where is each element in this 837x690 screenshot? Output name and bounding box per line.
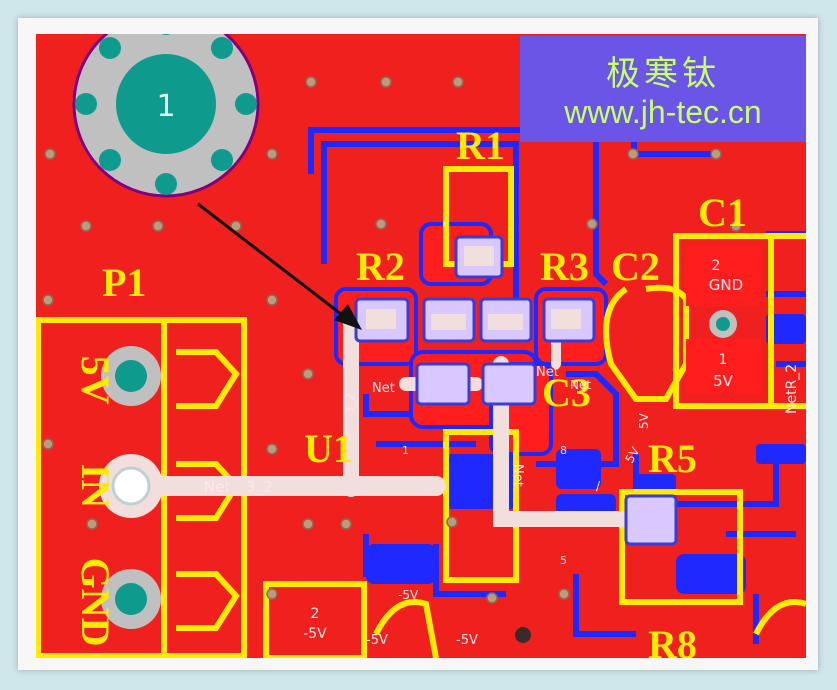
- designator-r3: R3: [540, 244, 589, 289]
- c1-pin2-net: GND: [709, 276, 743, 294]
- watermark-url: www.jh-tec.cn: [564, 94, 762, 130]
- u1-pin8-number: 8: [560, 444, 567, 457]
- net-label-input: Net: [204, 478, 230, 496]
- c4-pin2-net: -5V: [303, 626, 327, 642]
- designator-r1: R1: [456, 123, 505, 168]
- c1-pin2-number: 2: [712, 258, 721, 274]
- designator-c3: C3: [542, 370, 591, 415]
- mounting-hole-number: 1: [156, 89, 175, 124]
- net-label-right: NetR_2: [784, 364, 800, 414]
- net-label-vertical: Net: [510, 464, 525, 487]
- net-minus5v-a: -5V: [366, 633, 388, 648]
- connector-label-in: IN: [73, 464, 118, 509]
- pointer-arrow: [197, 202, 362, 330]
- net-5v-b: 5V: [637, 412, 651, 429]
- connector-label-5v: 5V: [73, 356, 118, 405]
- net-label-a: Net: [372, 381, 395, 396]
- smd-pads: [354, 235, 678, 546]
- mounting-hole-vias: [75, 34, 257, 195]
- u1-pin1-number: 1: [402, 444, 409, 457]
- net-minus5v-b: -5V: [456, 633, 478, 648]
- designator-u1: U1: [304, 426, 353, 471]
- designator-p1: P1: [102, 260, 146, 305]
- mounting-hole-pad: [116, 54, 216, 154]
- watermark-banner: 极寒钛 www.jh-tec.cn: [520, 36, 806, 142]
- pad-highlights: [366, 246, 581, 330]
- designator-r8: R8: [648, 622, 697, 658]
- silkscreen-outlines: [36, 166, 806, 658]
- designator-r2: R2: [356, 244, 405, 289]
- net-label-b: Net: [536, 365, 559, 380]
- net-slash: /: [596, 479, 601, 493]
- c1-pin1-number: 1: [719, 352, 728, 368]
- connector-label-gnd: GND: [73, 558, 118, 647]
- net-minus5v-c: -5V: [398, 588, 419, 602]
- watermark-title: 极寒钛: [606, 54, 720, 94]
- designator-c2: C2: [611, 244, 660, 289]
- net-label-u1-side: 3_2: [343, 393, 357, 414]
- net-label-c: Net: [570, 378, 591, 392]
- u1-pin5-number: 5: [560, 554, 567, 567]
- net-label-input-suffix: 3_2: [246, 478, 273, 497]
- c4-pin2-number: 2: [311, 606, 320, 622]
- c1-pin1-net: 5V: [713, 372, 734, 390]
- designator-c1: C1: [698, 190, 747, 235]
- designator-r5: R5: [648, 436, 697, 481]
